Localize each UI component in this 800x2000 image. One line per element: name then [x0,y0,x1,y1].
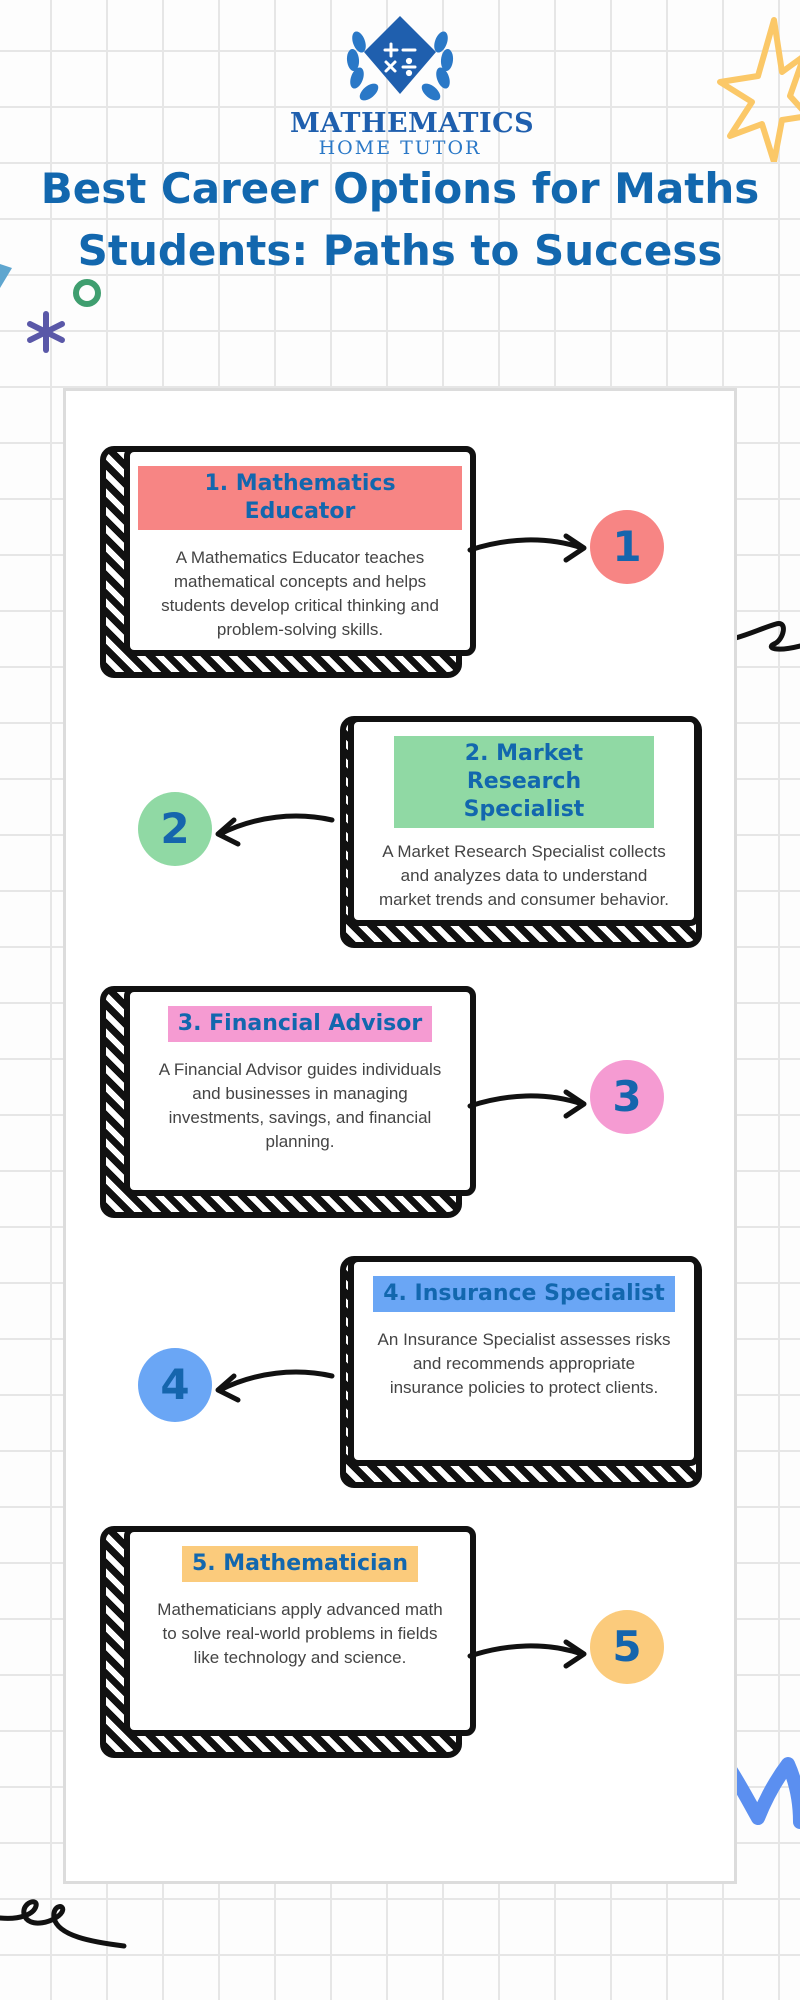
divide-icon [401,57,417,77]
squiggle-doodle [726,621,800,652]
career-title: 1. Mathematics Educator [138,466,462,530]
star-doodle [717,17,800,162]
career-number-badge-5: 5 [590,1610,664,1684]
arrow-right-icon [467,1089,587,1119]
career-card-1: 1. Mathematics Educator A Mathematics Ed… [100,446,478,682]
career-card-3: 3. Financial Advisor A Financial Advisor… [100,986,478,1222]
logo-emblem [346,16,454,101]
card-body: 2. Market Research Specialist A Market R… [348,716,700,926]
card-body: 5. Mathematician Mathematicians apply ad… [124,1526,476,1736]
career-title: 3. Financial Advisor [167,1006,433,1042]
arrow-left-icon [215,813,335,847]
career-number-badge-3: 3 [590,1060,664,1134]
logo-word-mathematics: MATHEMATICS [290,108,535,139]
card-body: 3. Financial Advisor A Financial Advisor… [124,986,476,1196]
career-description: A Market Research Specialist collects an… [378,842,670,909]
career-description: An Insurance Specialist assesses risks a… [377,1330,671,1397]
bottom-squiggle-doodle [0,1899,127,1949]
career-title: 5. Mathematician [181,1546,419,1582]
career-number-badge-4: 4 [138,1348,212,1422]
career-description: A Mathematics Educator teaches mathemati… [161,548,439,639]
arrow-left-icon [215,1369,335,1403]
corner-triangle-doodle [0,264,12,288]
logo: MATHEMATICS HOME TUTOR [290,12,535,159]
arrow-right-icon [467,1639,587,1669]
ring-doodle [73,279,101,307]
career-title: 2. Market Research Specialist [394,736,654,828]
asterisk-doodle [27,311,65,353]
career-title: 4. Insurance Specialist [373,1276,675,1312]
arrow-right-icon [467,533,587,563]
career-card-5: 5. Mathematician Mathematicians apply ad… [100,1526,478,1762]
plus-icon [383,42,399,58]
career-number-badge-2: 2 [138,792,212,866]
page-title: Best Career Options for Maths Students: … [40,164,760,275]
career-description: A Financial Advisor guides individuals a… [158,1060,442,1151]
career-number-badge-1: 1 [590,510,664,584]
multiply-icon [384,60,397,73]
career-card-2: 2. Market Research Specialist A Market R… [324,716,702,952]
card-body: 1. Mathematics Educator A Mathematics Ed… [124,446,476,656]
career-card-4: 4. Insurance Specialist An Insurance Spe… [324,1256,702,1492]
career-description: Mathematicians apply advanced math to so… [157,1600,443,1667]
logo-word-home-tutor: HOME TUTOR [318,137,482,159]
card-body: 4. Insurance Specialist An Insurance Spe… [348,1256,700,1466]
